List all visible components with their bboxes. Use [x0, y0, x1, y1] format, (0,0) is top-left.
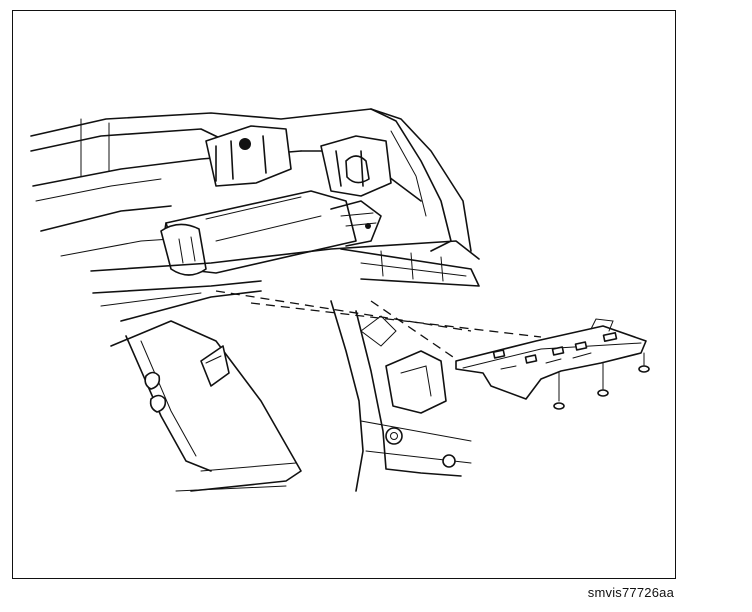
upper-left-bracket [205, 125, 292, 187]
plate-fasteners [553, 352, 650, 410]
crossmember [90, 240, 480, 322]
figure-code-label: smvis77726aa [587, 585, 674, 600]
screw-icon [638, 365, 650, 373]
alignment-guides [215, 290, 542, 360]
lower-left-panel [110, 320, 302, 492]
screw-icon [553, 402, 565, 410]
technical-illustration [30, 108, 650, 492]
cylindrical-module [160, 190, 382, 276]
lower-right-pillar [330, 300, 472, 492]
fastener-icon [385, 427, 403, 445]
shield-plate [455, 318, 647, 400]
upper-right-bracket [320, 135, 392, 197]
cowl-structure [30, 108, 472, 257]
figure-frame [12, 10, 676, 579]
bolt-icon [239, 138, 251, 150]
screw-icon [597, 389, 609, 397]
